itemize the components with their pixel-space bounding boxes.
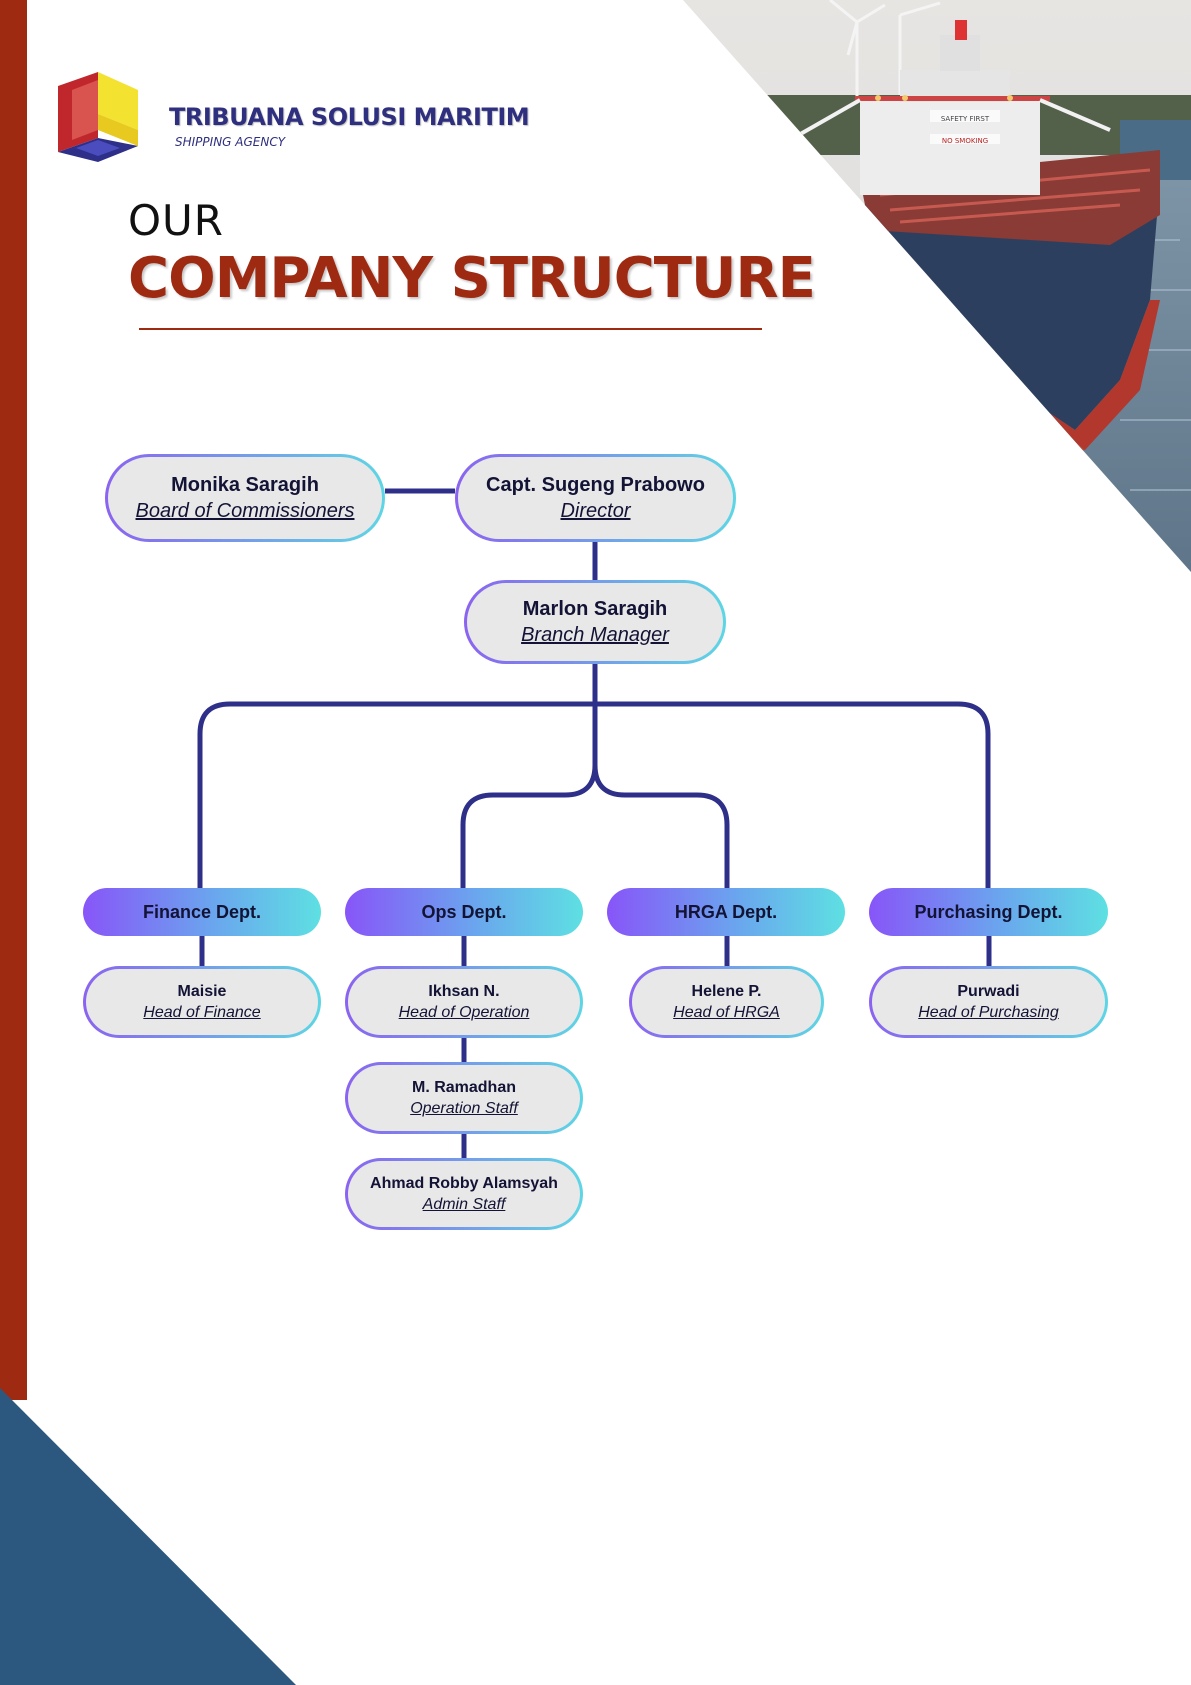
person-role: Admin Staff <box>422 1196 506 1213</box>
org-node-head-of-hrga: Helene P. Head of HRGA <box>629 966 824 1038</box>
dept-finance: Finance Dept. <box>83 888 321 936</box>
person-name: Helene P. <box>691 983 762 1000</box>
org-node-branch-manager: Marlon Saragih Branch Manager <box>464 580 726 664</box>
person-role: Director <box>560 500 631 522</box>
person-name: Monika Saragih <box>171 474 319 496</box>
title-underline-divider <box>139 328 762 330</box>
org-node-admin-staff: Ahmad Robby Alamsyah Admin Staff <box>345 1158 583 1230</box>
person-name: Maisie <box>177 983 227 1000</box>
org-node-head-of-finance: Maisie Head of Finance <box>83 966 321 1038</box>
org-node-head-of-operation: Ikhsan N. Head of Operation <box>345 966 583 1038</box>
person-name: Marlon Saragih <box>522 598 668 620</box>
person-role: Head of Purchasing <box>918 1004 1059 1021</box>
org-node-director: Capt. Sugeng Prabowo Director <box>455 454 736 542</box>
brand-name: TRIBUANA SOLUSI MARITIM <box>169 103 530 131</box>
person-name: Ahmad Robby Alamsyah <box>370 1175 558 1192</box>
brand-tagline: SHIPPING AGENCY <box>175 135 286 149</box>
org-node-operation-staff: M. Ramadhan Operation Staff <box>345 1062 583 1134</box>
person-role: Head of HRGA <box>673 1004 780 1021</box>
left-accent-stripe <box>0 0 27 1400</box>
dept-ops: Ops Dept. <box>345 888 583 936</box>
sign-no-smoking: NO SMOKING <box>942 137 988 145</box>
person-role: Head of Operation <box>398 1004 530 1021</box>
person-role: Operation Staff <box>410 1100 518 1117</box>
connector-manager-inner-branch <box>460 704 730 888</box>
person-name: Capt. Sugeng Prabowo <box>486 474 705 496</box>
company-logo-icon <box>58 72 138 162</box>
person-name: Ikhsan N. <box>428 983 500 1000</box>
sign-safety-first: SAFETY FIRST <box>941 115 990 123</box>
dept-purchasing: Purchasing Dept. <box>869 888 1108 936</box>
page-title-line2: COMPANY STRUCTURE <box>128 246 816 311</box>
person-role: Board of Commissioners <box>135 500 355 522</box>
page-title-line1: OUR <box>128 196 224 245</box>
person-role: Branch Manager <box>521 624 669 646</box>
person-name: Purwadi <box>957 983 1020 1000</box>
person-role: Head of Finance <box>143 1004 261 1021</box>
person-name: M. Ramadhan <box>411 1079 516 1096</box>
org-node-commissioner: Monika Saragih Board of Commissioners <box>105 454 385 542</box>
dept-hrga: HRGA Dept. <box>607 888 845 936</box>
org-node-head-of-purchasing: Purwadi Head of Purchasing <box>869 966 1108 1038</box>
